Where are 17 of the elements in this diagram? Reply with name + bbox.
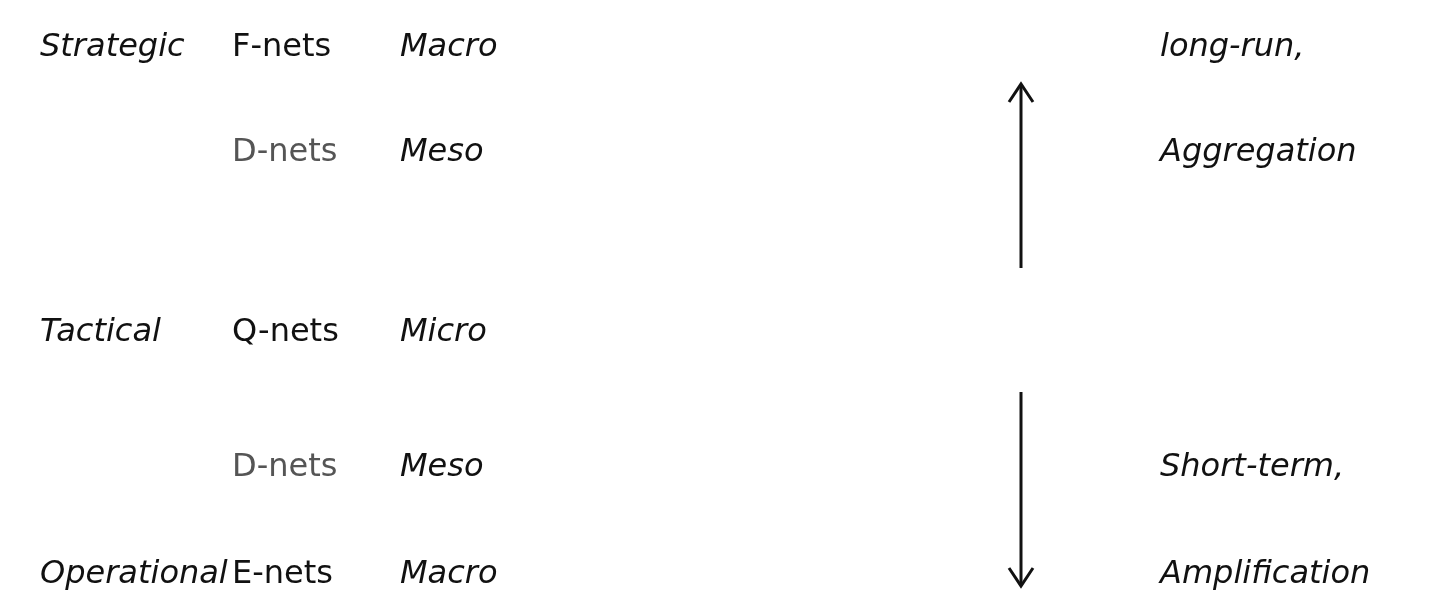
trend-label: Amplification <box>1160 552 1371 593</box>
level-label: Tactical <box>40 310 161 351</box>
trend-label: long-run, <box>1160 25 1305 66</box>
scale-label: Micro <box>400 310 487 351</box>
scale-label: Meso <box>400 445 484 486</box>
level-label: Operational <box>40 552 228 593</box>
net-type-label: D-nets <box>232 445 338 486</box>
trend-label: Short-term, <box>1160 445 1345 486</box>
net-type-label: E-nets <box>232 552 333 593</box>
trend-label: Aggregation <box>1160 130 1357 171</box>
net-type-label: Q-nets <box>232 310 339 351</box>
net-type-label: F-nets <box>232 25 332 66</box>
scale-label: Meso <box>400 130 484 171</box>
scale-label: Macro <box>400 552 498 593</box>
scale-label: Macro <box>400 25 498 66</box>
net-type-label: D-nets <box>232 130 338 171</box>
level-label: Strategic <box>40 25 185 66</box>
